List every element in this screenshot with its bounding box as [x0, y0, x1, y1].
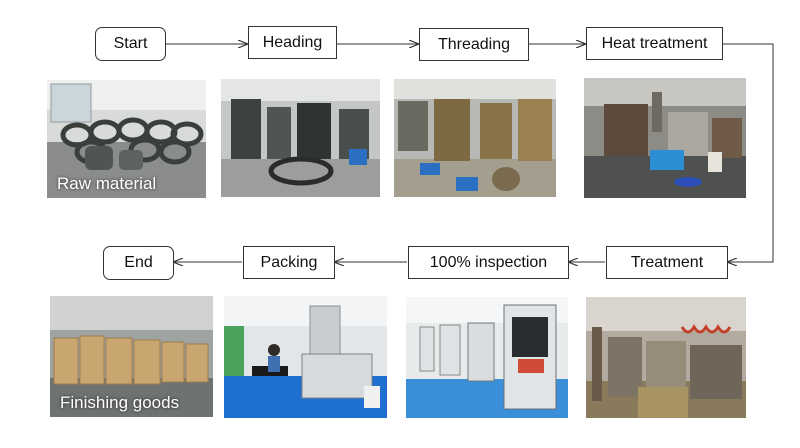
treatment-label: Treatment	[630, 253, 704, 271]
arrow-heat-to-treatment	[723, 43, 774, 262]
end-label: End	[124, 254, 153, 271]
threading-label: Threading	[437, 35, 511, 53]
start-label: Start	[113, 35, 148, 52]
threading-box: Threading	[419, 28, 529, 61]
inspection-box: 100% inspection	[408, 246, 569, 279]
packing-photo	[224, 296, 387, 418]
treatment-photo	[586, 297, 746, 418]
finishing-goods-photo: Finishing goods	[50, 296, 213, 417]
heat-treatment-photo	[584, 78, 746, 198]
packing-label: Packing	[260, 253, 318, 271]
end-box: End	[103, 246, 174, 280]
raw-material-caption: Raw material	[57, 174, 157, 193]
inspection-label: 100% inspection	[429, 253, 548, 271]
heat-treatment-box: Heat treatment	[586, 27, 723, 60]
heading-box: Heading	[248, 26, 337, 59]
heat-treatment-label: Heat treatment	[601, 34, 708, 52]
inspection-photo	[406, 297, 568, 418]
heading-photo	[221, 79, 380, 197]
treatment-box: Treatment	[606, 246, 728, 279]
threading-photo	[394, 79, 556, 197]
start-box: Start	[95, 27, 166, 61]
packing-box: Packing	[243, 246, 335, 279]
heading-label: Heading	[262, 33, 323, 51]
raw-material-photo: Raw material	[47, 80, 206, 198]
finishing-goods-caption: Finishing goods	[60, 393, 180, 412]
